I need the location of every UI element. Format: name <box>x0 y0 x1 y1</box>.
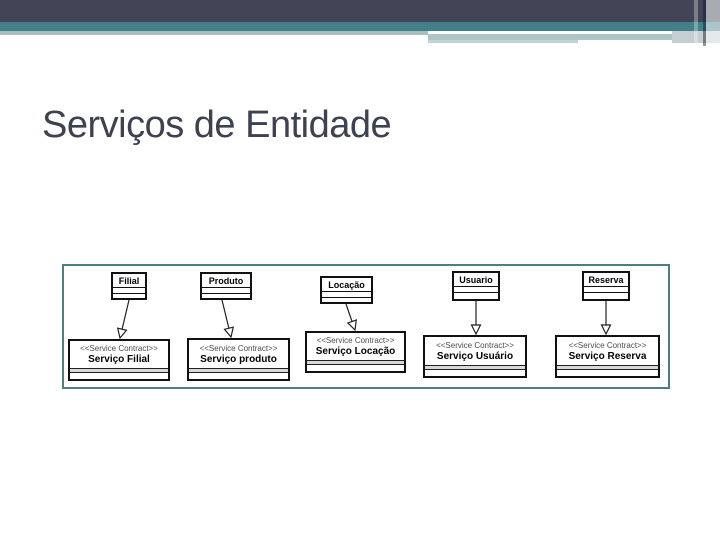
service-name: Serviço Filial <box>88 354 150 365</box>
service-stereotype: <<Service Contract>> <box>436 340 514 350</box>
header-edge-stripe-wide <box>706 0 720 46</box>
service-name: Serviço produto <box>200 353 277 365</box>
uml-service-filial: <<Service Contract>> Serviço Filial <box>68 339 170 381</box>
service-stereotype: <<Service Contract>> <box>199 343 278 353</box>
uml-class-locacao: Locação <box>320 276 373 304</box>
class-operations-compartment <box>322 298 371 302</box>
service-name: Serviço Reserva <box>568 350 647 362</box>
uml-diagram: Filial Produto Locação Usuario Reserva <box>62 264 670 389</box>
class-operations-compartment <box>454 293 498 299</box>
class-operations-compartment <box>113 294 145 298</box>
service-compartment-band <box>425 366 525 370</box>
uml-class-produto: Produto <box>200 272 252 300</box>
service-compartment-band <box>189 369 288 373</box>
class-operations-compartment <box>202 294 250 298</box>
generalization-arrow <box>116 299 130 340</box>
class-name: Usuario <box>454 273 498 287</box>
service-name: Serviço Locação <box>315 346 396 357</box>
generalization-arrow <box>470 301 482 336</box>
class-name: Produto <box>202 274 250 288</box>
service-name: Serviço Usuário <box>436 350 514 362</box>
service-header: <<Service Contract>> Serviço Locação <box>307 333 404 361</box>
class-attributes-compartment <box>113 288 145 294</box>
header-sage-overlay <box>428 34 672 40</box>
service-header: <<Service Contract>> Serviço Filial <box>70 341 168 369</box>
class-attributes-compartment <box>202 288 250 294</box>
class-name: Locação <box>322 278 371 292</box>
service-stereotype: <<Service Contract>> <box>568 340 647 350</box>
service-header: <<Service Contract>> Serviço produto <box>189 340 288 369</box>
uml-service-locacao: <<Service Contract>> Serviço Locação <box>305 331 406 373</box>
service-compartment-band <box>557 366 658 370</box>
service-compartment-empty <box>70 373 168 379</box>
uml-class-reserva: Reserva <box>582 271 630 301</box>
uml-service-produto: <<Service Contract>> Serviço produto <box>187 338 290 381</box>
service-compartment-band <box>307 361 404 365</box>
service-compartment-band <box>70 369 168 373</box>
generalization-arrow <box>345 303 358 332</box>
header-white-line <box>428 31 672 34</box>
slide-title: Serviços de Entidade <box>42 104 392 146</box>
header-sage-overlay-low <box>428 40 578 43</box>
service-compartment-empty <box>307 365 404 371</box>
uml-service-reserva: <<Service Contract>> Serviço Reserva <box>555 335 660 378</box>
class-attributes-compartment <box>322 292 371 298</box>
service-compartment-empty <box>189 373 288 379</box>
service-compartment-empty <box>557 370 658 376</box>
class-attributes-compartment <box>454 287 498 293</box>
generalization-arrow <box>600 301 612 336</box>
generalization-arrow <box>221 299 235 339</box>
uml-service-usuario: <<Service Contract>> Serviço Usuário <box>423 335 527 378</box>
service-compartment-empty <box>425 370 525 376</box>
class-name: Reserva <box>584 273 628 287</box>
service-header: <<Service Contract>> Serviço Reserva <box>557 337 658 366</box>
header-bar-teal <box>0 22 720 31</box>
header-bar-sage <box>0 31 720 35</box>
header-edge-stripe-light <box>694 0 698 44</box>
service-stereotype: <<Service Contract>> <box>80 344 158 353</box>
class-name: Filial <box>113 274 145 288</box>
uml-class-usuario: Usuario <box>452 271 500 301</box>
class-operations-compartment <box>584 293 628 299</box>
uml-class-filial: Filial <box>111 272 147 300</box>
class-attributes-compartment <box>584 287 628 293</box>
service-stereotype: <<Service Contract>> <box>316 336 395 345</box>
header-bar-dark <box>0 0 720 22</box>
service-header: <<Service Contract>> Serviço Usuário <box>425 337 525 366</box>
header-edge-stripe-dark <box>703 0 706 46</box>
